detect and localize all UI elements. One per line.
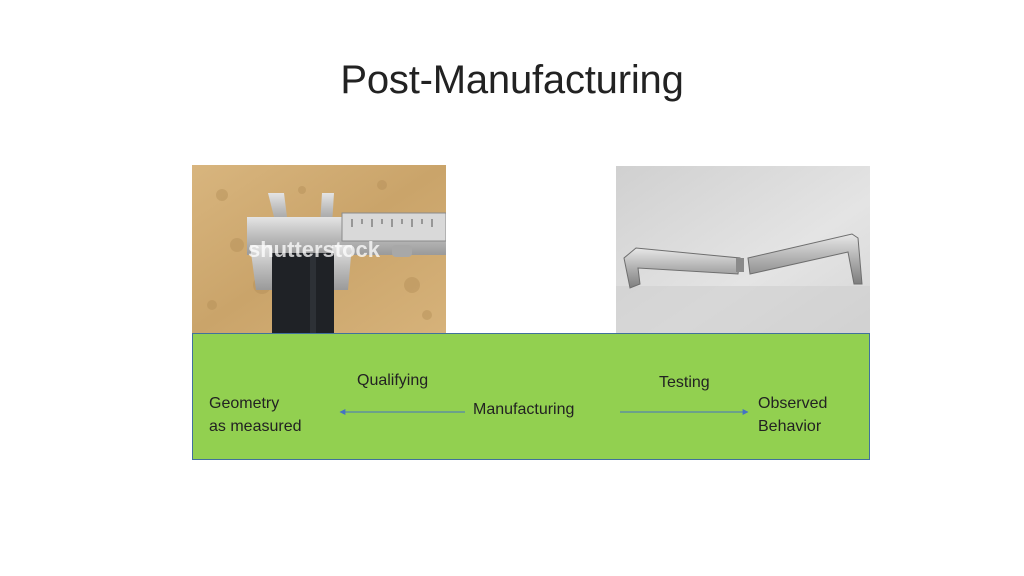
testing-label: Testing — [659, 374, 710, 391]
watermark-text: shutterstock — [248, 237, 381, 262]
slide-title: Post-Manufacturing — [340, 58, 684, 102]
qualifying-label: Qualifying — [357, 372, 429, 389]
observed-behavior-node: Observed Behavior — [758, 392, 827, 438]
geometry-node: Geometry as measured — [209, 392, 302, 438]
manufacturing-node: Manufacturing — [473, 401, 575, 418]
observed-behavior-line2: Behavior — [758, 418, 822, 435]
geometry-node-line2: as measured — [209, 418, 302, 435]
broken-bar-photo — [616, 166, 870, 334]
observed-behavior-line1: Observed — [758, 395, 828, 412]
geometry-node-line1: Geometry — [209, 395, 280, 412]
process-diagram-box — [192, 333, 870, 460]
caliper-photo: shutterstock — [192, 165, 446, 333]
